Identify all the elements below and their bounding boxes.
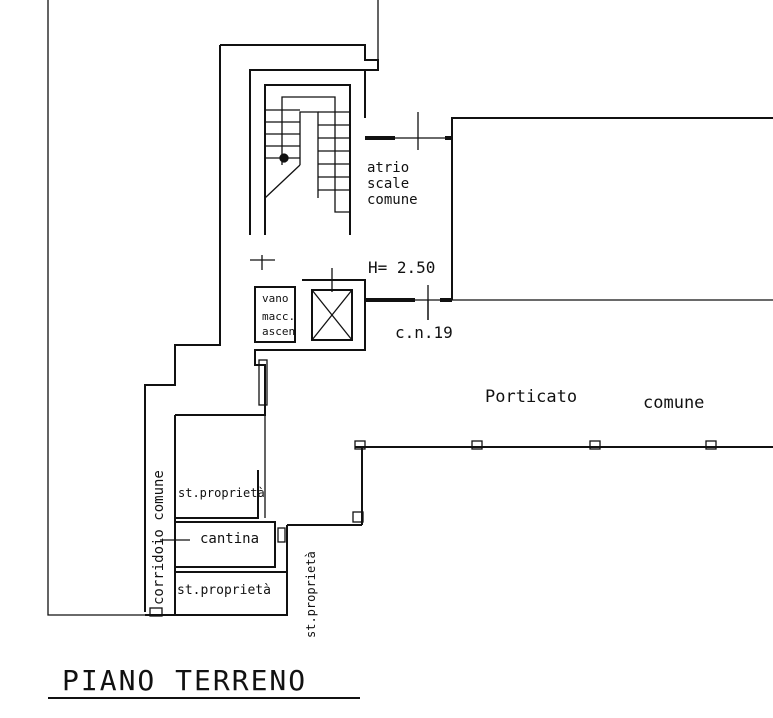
label-corridoio-comune: corridoio comune bbox=[151, 470, 167, 605]
label-st-proprieta-1: st.proprietà bbox=[178, 486, 265, 500]
label-st-proprieta-2: st.proprietà bbox=[177, 583, 271, 598]
label-comune-portico: comune bbox=[643, 393, 704, 413]
label-height: H= 2.50 bbox=[368, 258, 435, 277]
label-civic-number: c.n.19 bbox=[395, 323, 453, 342]
label-cantina: cantina bbox=[200, 531, 259, 547]
room-labels: atrio scale comune H= 2.50 vano macc. as… bbox=[151, 160, 704, 638]
title-piano-terreno: PIANO TERRENO bbox=[62, 664, 307, 697]
plan-title: PIANO TERRENO bbox=[48, 664, 360, 699]
label-atrio: atrio bbox=[367, 160, 409, 176]
label-macc: macc. bbox=[262, 310, 295, 323]
label-porticato: Porticato bbox=[485, 387, 577, 407]
walls bbox=[47, 0, 773, 617]
label-st-proprieta-3: st.proprietà bbox=[304, 551, 318, 638]
label-comune-atrio: comune bbox=[367, 192, 418, 208]
label-ascen: ascen bbox=[262, 325, 295, 338]
stair-treads bbox=[264, 109, 350, 199]
label-vano: vano bbox=[262, 292, 289, 305]
label-scale: scale bbox=[367, 176, 409, 192]
